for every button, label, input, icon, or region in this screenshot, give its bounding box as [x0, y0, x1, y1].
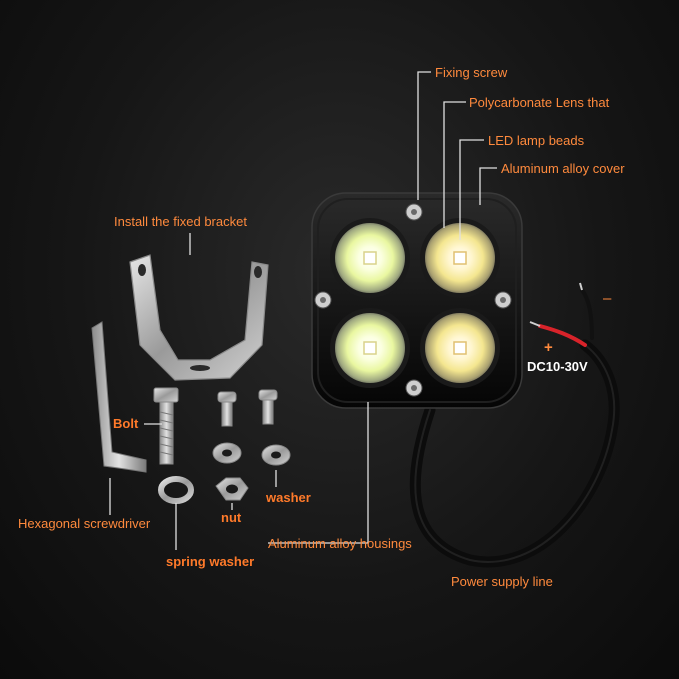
label-lens: Polycarbonate Lens that — [469, 95, 610, 110]
fixing-screw-icon — [314, 203, 512, 397]
bracket-icon — [129, 254, 269, 381]
label-minus: – — [603, 290, 612, 307]
label-washer: washer — [265, 490, 311, 505]
bolt-icon — [153, 387, 179, 465]
label-nut: nut — [221, 510, 242, 525]
lens-icon — [330, 218, 500, 388]
label-power-line: Power supply line — [451, 574, 553, 589]
label-bolt: Bolt — [113, 416, 139, 431]
label-spring-washer: spring washer — [166, 554, 254, 569]
red-wire — [538, 324, 587, 347]
leader-lines — [109, 71, 497, 550]
spring-washer-icon — [158, 476, 194, 504]
screw-icon — [217, 389, 278, 427]
labels: Fixing screw Polycarbonate Lens that LED… — [18, 65, 625, 589]
label-fixing-screw: Fixing screw — [435, 65, 508, 80]
nut-icon — [215, 477, 249, 501]
label-screwdriver: Hexagonal screwdriver — [18, 516, 151, 531]
led-light-icon — [311, 192, 523, 409]
label-bracket: Install the fixed bracket — [114, 214, 247, 229]
label-led-beads: LED lamp beads — [488, 133, 585, 148]
cable-icon — [409, 282, 620, 568]
label-voltage: DC10-30V — [527, 359, 588, 374]
label-housings: Aluminum alloy housings — [268, 536, 412, 551]
black-wire — [580, 288, 594, 340]
washer-icon — [212, 442, 291, 466]
label-plus: + — [544, 339, 553, 356]
label-cover: Aluminum alloy cover — [501, 161, 625, 176]
hex-key-icon — [91, 321, 147, 473]
